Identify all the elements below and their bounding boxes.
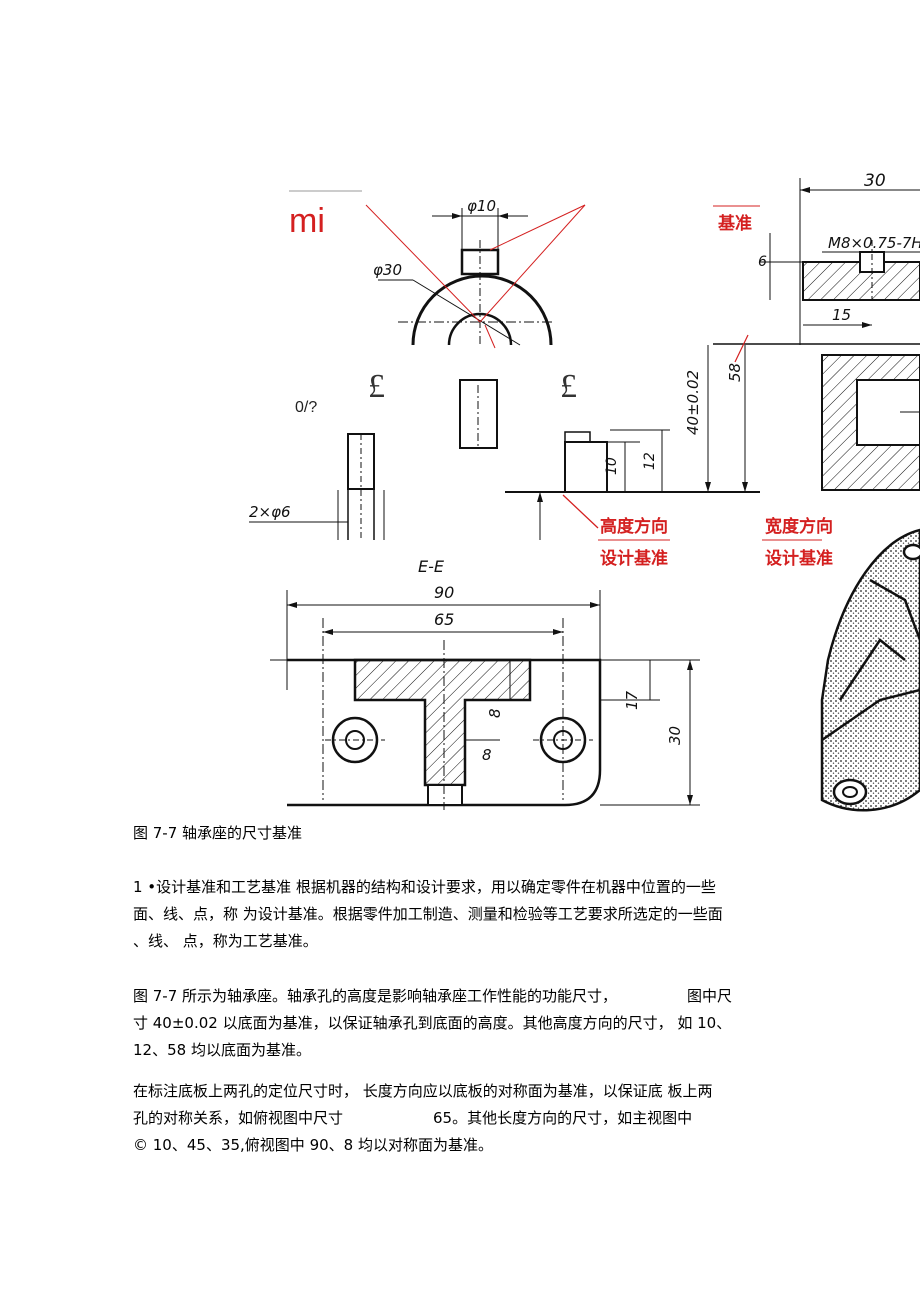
front-view: mi φ10 φ30 xyxy=(289,190,586,349)
thread-label: M8×0.75-7H xyxy=(828,234,920,252)
middle-fragments: £ £ 0/? 2×φ6 xyxy=(249,368,577,540)
dim-8-vertical: 8 xyxy=(486,708,504,718)
dim-phi10: φ10 xyxy=(467,197,496,215)
paragraph-datum-definitions: 1 •设计基准和工艺基准 根据机器的结构和设计要求，用以确定零件在机器中位置的一… xyxy=(133,874,813,955)
dim-8-horizontal: 8 xyxy=(482,746,492,764)
width-datum-line2: 设计基准 xyxy=(765,548,833,569)
paragraph-line: 面、线、点，称 为设计基准。根据零件加工制造、测量和检验等工艺要求所选定的一些面 xyxy=(133,905,723,923)
dim-58: 58 xyxy=(726,363,744,382)
dim-2xphi6: 2×φ6 xyxy=(249,503,291,521)
paragraph-line: 在标注底板上两孔的定位尺寸时， 长度方向应以底板的对称面为基准，以保证底 板上两 xyxy=(133,1082,713,1100)
dim-10: 10 xyxy=(604,457,620,475)
unknown-mark: 0/? xyxy=(295,399,317,416)
width-datum-line1: 宽度方向 xyxy=(765,516,833,537)
paragraph-text: 65。其他长度方向的尺寸，如主视图中 xyxy=(433,1109,693,1127)
bearing-seat-drawing: mi φ10 φ30 30 M8×0.75-7H 基准 xyxy=(249,171,920,812)
dim-90: 90 xyxy=(434,583,454,602)
isometric-sketch xyxy=(820,528,920,812)
paragraph-length-datum: 在标注底板上两孔的定位尺寸时， 长度方向应以底板的对称面为基准，以保证底 板上两… xyxy=(133,1078,813,1159)
dim-phi30: φ30 xyxy=(373,261,402,279)
height-datum-line1: 高度方向 xyxy=(600,516,668,537)
dim-30-right: 30 xyxy=(666,726,684,745)
height-datum-line2: 设计基准 xyxy=(600,548,668,569)
pound-left: £ xyxy=(368,368,385,405)
paragraph-line: © 10、45、35,俯视图中 90、8 均以对称面为基准。 xyxy=(133,1136,493,1154)
figure-caption: 图 7-7 轴承座的尺寸基准 xyxy=(133,824,303,842)
overlay-red-text: mi xyxy=(289,202,325,240)
right-section-fragment xyxy=(821,354,920,491)
side-view: 30 M8×0.75-7H 基准 6 15 xyxy=(713,171,920,363)
pound-right: £ xyxy=(560,368,577,405)
dim-65: 65 xyxy=(434,610,454,629)
paragraph-line: 、线、 点，称为工艺基准。 xyxy=(133,932,318,950)
paragraph-height-datum: 图 7-7 所示为轴承座。轴承孔的高度是影响轴承座工作性能的功能尺寸， 图中尺 寸… xyxy=(133,983,813,1064)
dim-15: 15 xyxy=(832,306,851,324)
paragraph-text: 孔的对称关系，如俯视图中尺寸 xyxy=(133,1109,344,1127)
datum-label-top: 基准 xyxy=(717,213,752,234)
paragraph-line: 1 •设计基准和工艺基准 根据机器的结构和设计要求，用以确定零件在机器中位置的一… xyxy=(133,878,716,896)
dim-17: 17 xyxy=(623,690,641,710)
paragraph-text: 图中尺 xyxy=(687,987,733,1005)
section-title: E-E xyxy=(418,557,445,576)
dim-30-top: 30 xyxy=(864,171,886,191)
paragraph-line: 12、58 均以底面为基准。 xyxy=(133,1041,311,1059)
dim-12: 12 xyxy=(642,452,658,470)
dim-40: 40±0.02 xyxy=(684,370,702,435)
paragraph-line: 孔的对称关系，如俯视图中尺寸 65。其他长度方向的尺寸，如主视图中 xyxy=(133,1105,813,1132)
paragraph-line: 图 7-7 所示为轴承座。轴承孔的高度是影响轴承座工作性能的功能尺寸， 图中尺 xyxy=(133,983,813,1010)
side-view-heights: 10 12 40±0.02 58 高度方向 设计基准 宽度方向 设计基准 xyxy=(505,345,833,569)
paragraph-line: 寸 40±0.02 以底面为基准，以保证轴承孔到底面的高度。其他高度方向的尺寸，… xyxy=(133,1014,732,1032)
paragraph-text: 图 7-7 所示为轴承座。轴承孔的高度是影响轴承座工作性能的功能尺寸， xyxy=(133,987,618,1005)
section-view-ee: E-E 90 65 8 8 1 xyxy=(270,557,700,810)
